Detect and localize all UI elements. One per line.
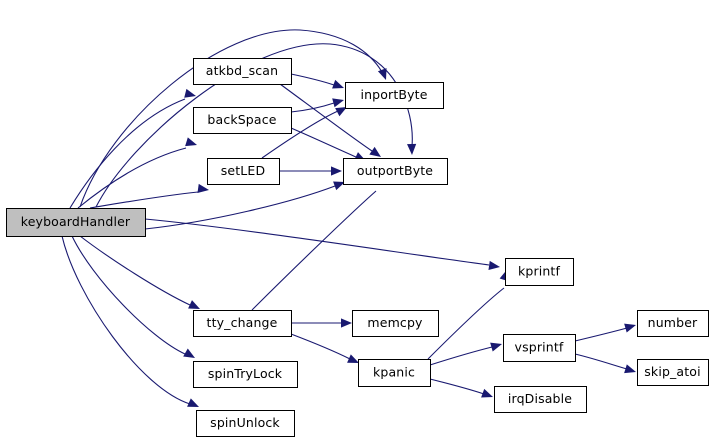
edge-keyboardHandler-to-spinUnlock [61, 235, 199, 407]
edge-setLED-to-outportByte [279, 166, 342, 176]
node-label-kpanic: kpanic [373, 365, 415, 380]
node-skip_atoi[interactable]: skip_atoi [637, 359, 709, 386]
arrow-head-icon [407, 143, 417, 155]
nodes-layer: keyboardHandler atkbd_scan inportByte backS… [6, 58, 709, 437]
edge-atkbd_scan-to-inportByte [290, 73, 344, 89]
edge-setLED-to-inportByte [261, 107, 347, 159]
node-vsprintf[interactable]: vsprintf [503, 334, 576, 362]
edge-vsprintf-to-skip_atoi [574, 353, 636, 374]
edge-kpanic-to-kprintf [427, 271, 511, 360]
node-label-irqDisable: irqDisable [508, 391, 572, 406]
node-label-keyboardHandler: keyboardHandler [21, 214, 131, 229]
node-outportByte[interactable]: outportByte [343, 158, 448, 185]
edge-keyboardHandler-to-atkbd_scan [69, 88, 196, 209]
node-tty_change[interactable]: tty_change [193, 310, 292, 337]
node-box-atkbd_scan[interactable] [193, 58, 292, 85]
node-box-setLED[interactable] [207, 158, 280, 185]
arrow-head-icon [490, 342, 502, 352]
node-label-spinUnlock: spinUnlock [210, 415, 280, 430]
edge-atkbd_scan-to-outportByte [279, 83, 381, 157]
node-box-vsprintf[interactable] [503, 334, 576, 362]
node-label-outportByte: outportByte [357, 163, 433, 178]
arrow-head-icon [331, 166, 342, 176]
edge-tty_change-to-kpanic [290, 333, 359, 363]
arrow-head-icon [188, 300, 200, 309]
node-box-spinUnlock[interactable] [196, 410, 295, 437]
edge-keyboardHandler-to-inportByte [79, 29, 387, 208]
node-box-inportByte[interactable] [345, 82, 444, 109]
node-label-tty_change: tty_change [207, 315, 278, 330]
edge-backSpace-to-inportByte [290, 98, 344, 113]
arrow-head-icon [187, 398, 199, 407]
node-label-inportByte: inportByte [360, 87, 427, 102]
edge-keyboardHandler-to-setLED [89, 183, 209, 209]
node-keyboardHandler[interactable]: keyboardHandler [6, 208, 146, 237]
arrow-head-icon [347, 354, 359, 363]
edge-kpanic-to-irqDisable [429, 378, 493, 398]
node-backSpace[interactable]: backSpace [193, 107, 292, 134]
arrow-head-icon [481, 388, 493, 398]
edge-keyboardHandler-to-backSpace [77, 137, 197, 209]
node-label-spinTryLock: spinTryLock [208, 366, 283, 381]
node-box-kpanic[interactable] [358, 359, 431, 387]
arrow-head-icon [369, 146, 381, 157]
arrow-head-icon [488, 260, 500, 271]
node-atkbd_scan[interactable]: atkbd_scan [193, 58, 292, 85]
node-box-outportByte[interactable] [343, 158, 448, 185]
node-label-kprintf: kprintf [518, 264, 561, 279]
edge-keyboardHandler-to-outportByte [144, 181, 345, 230]
arrow-head-icon [624, 323, 636, 333]
node-irqDisable[interactable]: irqDisable [494, 386, 587, 413]
edge-keyboardHandler-to-tty_change [79, 235, 200, 309]
arrow-head-icon [335, 107, 347, 117]
node-box-spinTryLock[interactable] [193, 361, 298, 388]
node-box-keyboardHandler[interactable] [6, 208, 146, 237]
node-box-memcpy[interactable] [352, 310, 439, 337]
node-label-atkbd_scan: atkbd_scan [206, 63, 278, 78]
edge-keyboardHandler-to-spinTryLock [71, 235, 195, 358]
node-box-number[interactable] [637, 310, 709, 337]
node-inportByte[interactable]: inportByte [345, 82, 444, 109]
node-box-tty_change[interactable] [193, 310, 292, 337]
node-box-skip_atoi[interactable] [637, 359, 709, 386]
node-box-irqDisable[interactable] [494, 386, 587, 413]
node-label-backSpace: backSpace [207, 112, 276, 127]
arrow-head-icon [332, 79, 344, 89]
node-label-setLED: setLED [221, 163, 266, 178]
node-setLED[interactable]: setLED [207, 158, 280, 185]
edge-keyboardHandler-to-kprintf [144, 218, 500, 271]
node-label-vsprintf: vsprintf [515, 340, 564, 355]
edge-tty_change-to-memcpy [291, 318, 352, 328]
node-box-backSpace[interactable] [193, 107, 292, 134]
arrow-head-icon [624, 364, 636, 374]
edge-vsprintf-to-number [574, 323, 636, 342]
arrow-head-icon [332, 98, 344, 108]
node-spinUnlock[interactable]: spinUnlock [196, 410, 295, 437]
arrow-head-icon [184, 88, 196, 98]
node-box-kprintf[interactable] [505, 258, 574, 286]
arrow-head-icon [341, 318, 352, 328]
node-number[interactable]: number [637, 310, 709, 337]
edge-kpanic-to-vsprintf [429, 342, 502, 366]
arrow-head-icon [183, 348, 195, 358]
node-memcpy[interactable]: memcpy [352, 310, 439, 337]
node-kprintf[interactable]: kprintf [505, 258, 574, 286]
arrow-head-icon [185, 137, 197, 147]
node-spinTryLock[interactable]: spinTryLock [193, 361, 298, 388]
node-label-skip_atoi: skip_atoi [644, 364, 700, 379]
arrow-head-icon [197, 183, 209, 194]
arrow-head-icon [377, 68, 387, 80]
arrow-head-icon [333, 181, 345, 191]
node-label-number: number [648, 315, 698, 330]
node-kpanic[interactable]: kpanic [358, 359, 431, 387]
node-label-memcpy: memcpy [367, 315, 423, 330]
